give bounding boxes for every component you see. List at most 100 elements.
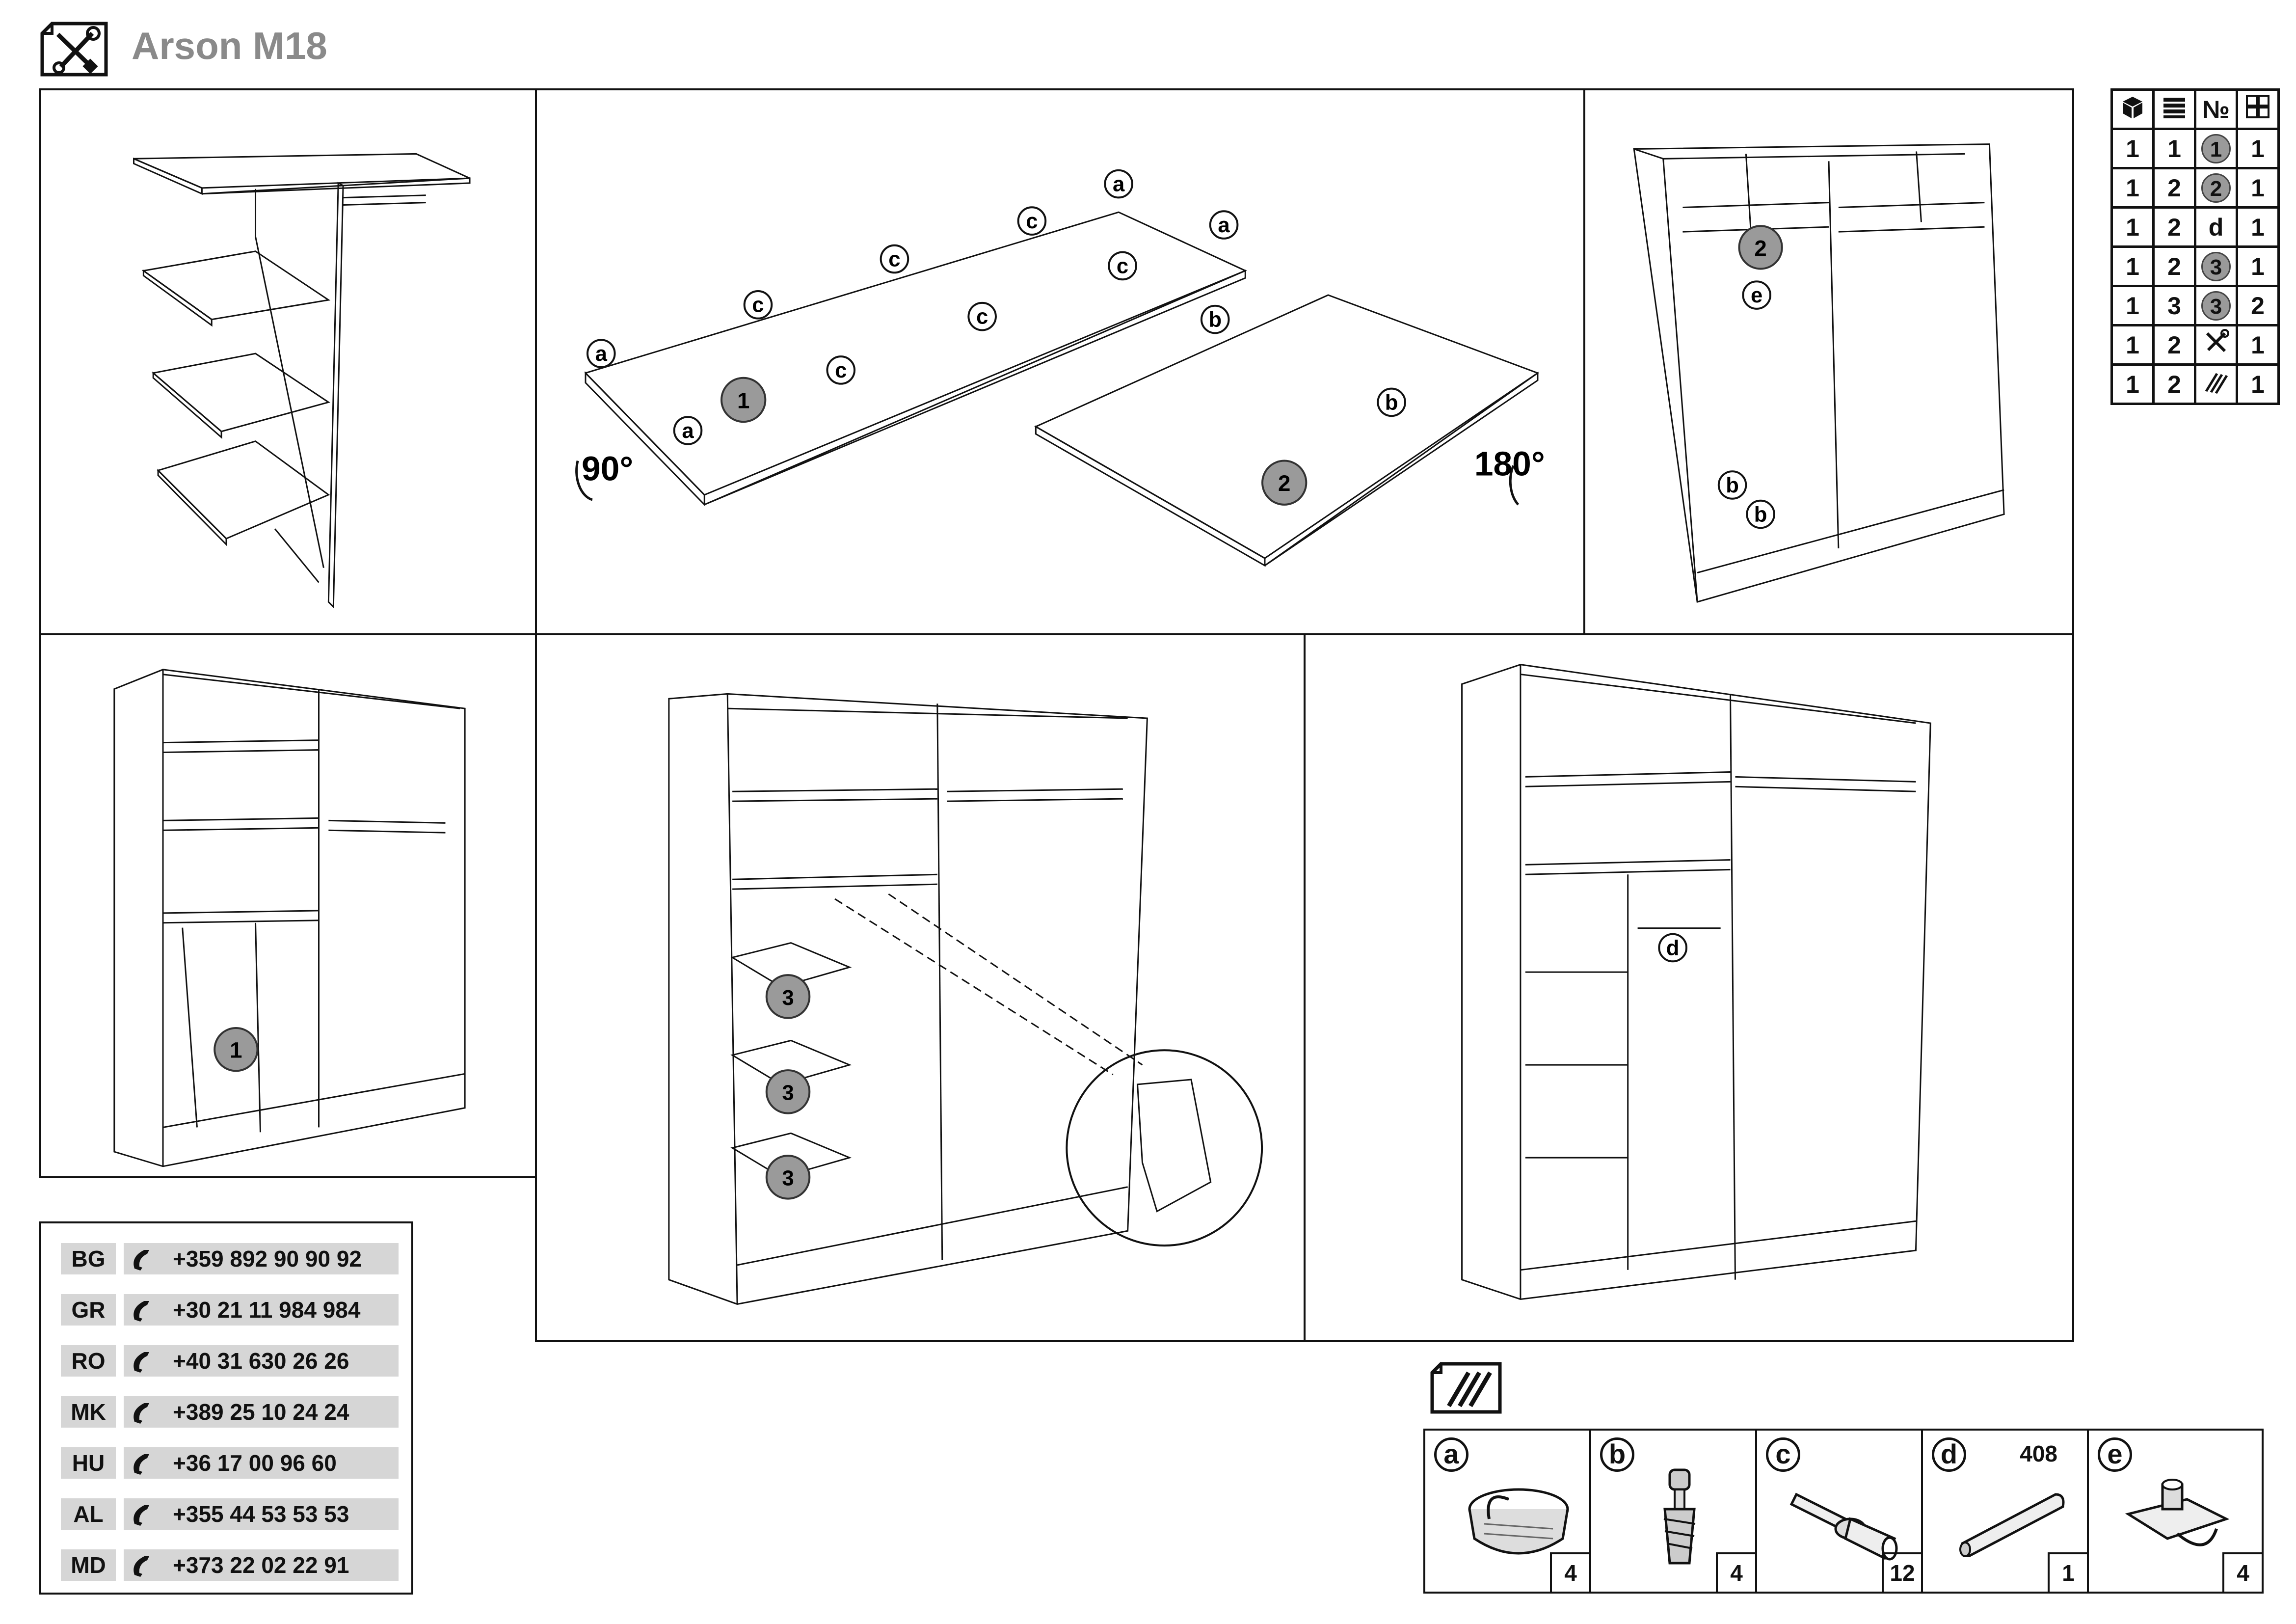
parts-cell: 1 xyxy=(2236,245,2280,287)
parts-row: 1 2 1 xyxy=(2110,363,2280,405)
parts-cell: 1 xyxy=(2152,128,2196,169)
parts-cell: 1 xyxy=(2236,324,2280,366)
hardware-count: 1 xyxy=(2048,1552,2087,1592)
phone-number[interactable]: +30 21 11 984 984 xyxy=(124,1294,399,1326)
phone-number[interactable]: +373 22 02 22 91 xyxy=(124,1549,399,1581)
phone-icon xyxy=(133,1301,149,1322)
svg-text:e: e xyxy=(1751,283,1762,307)
parts-cell: 1 xyxy=(2236,167,2280,209)
parts-cell: 2 xyxy=(2152,245,2196,287)
hardware-letter: c xyxy=(1766,1437,1800,1472)
svg-text:b: b xyxy=(1385,390,1398,414)
svg-text:1: 1 xyxy=(737,388,749,413)
wardrobe-frame-drawing: 2 e b b xyxy=(1633,143,2005,603)
parts-cell: 2 xyxy=(2236,285,2280,326)
phone-number[interactable]: +40 31 630 26 26 xyxy=(124,1345,399,1377)
wardrobe-rail-drawing: d xyxy=(1461,664,1931,1300)
svg-text:c: c xyxy=(752,293,764,317)
parts-row: 1 2 3 1 xyxy=(2110,245,2280,287)
panel-2-badge: 2 xyxy=(1261,460,1308,506)
phone-number[interactable]: +355 44 53 53 53 xyxy=(124,1498,399,1530)
fittings-icon xyxy=(2194,363,2238,405)
phone-number[interactable]: +359 892 90 90 92 xyxy=(124,1243,399,1274)
svg-text:b: b xyxy=(1726,473,1739,497)
svg-text:a: a xyxy=(682,419,694,443)
svg-text:a: a xyxy=(1218,213,1230,237)
label-b-2: b xyxy=(1377,387,1406,417)
label-c-2: c xyxy=(880,244,909,274)
hardware-letter: b xyxy=(1600,1437,1634,1472)
phone-icon xyxy=(133,1403,149,1424)
label-c-6: c xyxy=(1108,251,1137,281)
parts-cell: 3 xyxy=(2194,285,2238,326)
svg-text:2: 2 xyxy=(1278,471,1290,496)
parts-cell: 3 xyxy=(2152,285,2196,326)
step-5-panel: 3 3 3 xyxy=(535,633,1306,1342)
phone-number[interactable]: +36 17 00 96 60 xyxy=(124,1447,399,1479)
phone-number[interactable]: +389 25 10 24 24 xyxy=(124,1396,399,1428)
svg-text:c: c xyxy=(976,305,988,329)
number-icon: № xyxy=(2194,88,2238,130)
parts-cell: 1 xyxy=(2236,363,2280,405)
step-4-panel: 1 xyxy=(39,633,537,1178)
shelf-unit-drawing xyxy=(133,153,471,609)
wardrobe-side-panel-drawing: 1 xyxy=(113,669,466,1167)
svg-text:1: 1 xyxy=(230,1038,242,1063)
country-code: GR xyxy=(61,1294,116,1326)
svg-text:b: b xyxy=(1754,502,1767,526)
parts-cell: 1 xyxy=(2194,128,2238,169)
svg-text:3: 3 xyxy=(782,1081,794,1105)
country-code: AL xyxy=(61,1498,116,1530)
label-b-2: b xyxy=(1746,499,1775,529)
grid-icon xyxy=(2236,88,2280,130)
phone-icon xyxy=(133,1250,149,1271)
parts-cell: 3 xyxy=(2194,245,2238,287)
fittings-icon xyxy=(1429,1361,1503,1415)
rail-length: 408 xyxy=(2020,1441,2057,1466)
svg-text:3: 3 xyxy=(782,1166,794,1191)
support-phones-box: BG +359 892 90 90 92 GR +30 21 11 984 98… xyxy=(39,1221,413,1595)
phone-icon xyxy=(133,1352,149,1373)
parts-cell: 1 xyxy=(2110,285,2155,326)
parts-cell: 2 xyxy=(2152,167,2196,209)
svg-text:c: c xyxy=(1117,254,1128,278)
label-a-3: a xyxy=(1104,169,1133,199)
wardrobe-shelves-drawing: 3 3 3 xyxy=(668,693,1263,1305)
label-a-2: a xyxy=(673,416,703,445)
svg-text:3: 3 xyxy=(782,986,794,1010)
svg-text:d: d xyxy=(1666,936,1680,960)
box-icon xyxy=(2110,88,2155,130)
shelf-3-badge-1: 3 xyxy=(765,974,811,1019)
svg-text:a: a xyxy=(595,342,608,366)
parts-row: 1 2 2 1 xyxy=(2110,167,2280,209)
step-3-panel: 2 e b b xyxy=(1583,88,2074,635)
parts-table-header: № xyxy=(2110,88,2280,130)
dowel-screw-icon xyxy=(1663,1468,1696,1565)
parts-table: № 1 1 1 1 1 2 2 1 1 2 d 1 1 2 3 1 1 3 3 … xyxy=(2110,88,2280,405)
label-c-1: c xyxy=(743,290,773,320)
parts-row: 1 2 1 xyxy=(2110,324,2280,366)
label-b-1: b xyxy=(1200,304,1230,334)
cam-lock-icon xyxy=(1468,1488,1569,1555)
tools-icon xyxy=(2194,324,2238,366)
svg-text:c: c xyxy=(888,247,900,271)
country-code: HU xyxy=(61,1447,116,1479)
label-b-1: b xyxy=(1717,470,1747,500)
hardware-item-c: c 12 xyxy=(1755,1429,1923,1594)
country-code: MD xyxy=(61,1549,116,1581)
parts-cell: d xyxy=(2194,206,2238,248)
shelf-3-badge-3: 3 xyxy=(765,1155,811,1200)
panel-2-badge: 2 xyxy=(1738,225,1783,270)
parts-row: 1 3 3 2 xyxy=(2110,285,2280,326)
step-1-panel xyxy=(39,88,537,635)
svg-text:c: c xyxy=(1026,209,1038,233)
stack-icon xyxy=(2152,88,2196,130)
svg-text:a: a xyxy=(1113,172,1125,196)
phone-icon xyxy=(133,1505,149,1526)
parts-row: 1 2 d 1 xyxy=(2110,206,2280,248)
shelf-3-badge-2: 3 xyxy=(765,1069,811,1114)
part-badge: 1 xyxy=(2201,134,2231,163)
svg-text:b: b xyxy=(1208,308,1222,332)
parts-cell: 1 xyxy=(2110,206,2155,248)
hardware-item-a: a 4 xyxy=(1423,1429,1591,1594)
